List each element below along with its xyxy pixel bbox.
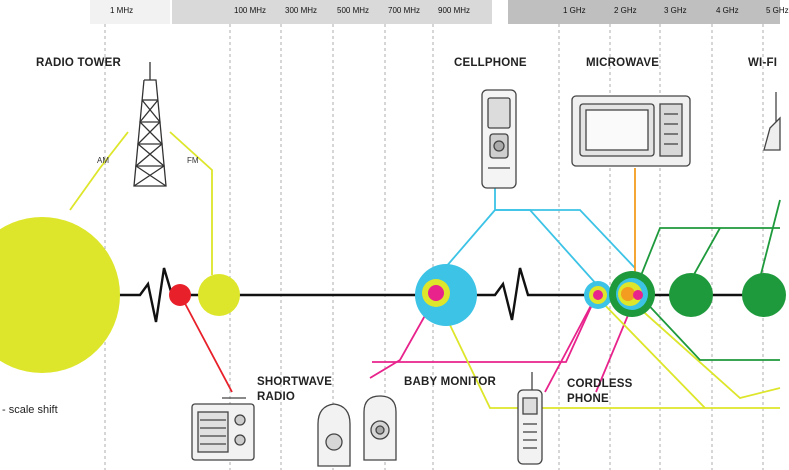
cellphone-line-c — [495, 209, 599, 287]
baby-monitor-icon — [317, 395, 397, 467]
cordless-phone-label-line2: PHONE — [567, 393, 609, 405]
wifi-circle-a — [669, 273, 713, 317]
frequency-gridlines — [104, 24, 764, 470]
wifi-line-d — [639, 295, 780, 361]
wifi-circle-b — [742, 273, 786, 317]
cellphone-line-b — [495, 209, 636, 269]
fm-label: FM — [187, 156, 199, 165]
wifi-line-a — [639, 227, 780, 279]
wifi-label: WI-FI — [748, 57, 778, 69]
cordless-line-a — [544, 295, 597, 393]
wifi-line-c — [759, 199, 781, 279]
yellow-lower-a — [435, 295, 780, 409]
tick-4ghz: 4 GHz — [716, 6, 739, 15]
tick-1mhz: 1 MHz — [110, 6, 134, 15]
am-circle — [0, 217, 120, 373]
yellow-lower-c — [627, 297, 781, 399]
tick-3ghz: 3 GHz — [664, 6, 687, 15]
baby-monitor-label: BABY MONITOR — [404, 376, 497, 388]
wifi-line-b — [691, 227, 721, 279]
microwave-label: MICROWAVE — [586, 57, 660, 69]
frequency-band-bar — [0, 0, 780, 24]
cellphone-label: CELLPHONE — [454, 57, 527, 69]
shortwave-radio-icon — [191, 397, 255, 461]
baby-monitor-line-a — [369, 295, 437, 379]
tick-2ghz: 2 GHz — [614, 6, 637, 15]
fm-circle — [198, 274, 240, 316]
am-label: AM — [97, 156, 109, 165]
cellphone-line-a — [444, 188, 496, 269]
signal-circles — [0, 217, 786, 373]
tick-500mhz: 500 MHz — [337, 6, 370, 15]
tick-5ghz: 5 GHz — [766, 6, 789, 15]
tick-300mhz: 300 MHz — [285, 6, 318, 15]
baby-monitor-line-b — [372, 295, 597, 363]
connector-lines — [69, 131, 781, 409]
microwave-icon — [571, 95, 691, 167]
am-line — [69, 131, 129, 211]
tick-100mhz: 100 MHz — [234, 6, 267, 15]
cordless-inner — [593, 290, 603, 300]
shortwave-radio-label-line2: RADIO — [257, 391, 296, 403]
microwave-magenta — [633, 290, 643, 300]
shortwave-circle — [169, 284, 191, 306]
cordless-phone-label-line1: CORDLESS — [567, 378, 633, 390]
tick-1ghz: 1 GHz — [563, 6, 586, 15]
fm-line — [169, 131, 213, 275]
microwave-orange — [621, 287, 635, 301]
shortwave-radio-label-line1: SHORTWAVE — [257, 376, 333, 388]
tick-700mhz: 700 MHz — [388, 6, 421, 15]
wifi-router-icon — [763, 92, 781, 151]
cellphone-icon — [481, 89, 517, 189]
radio-tower-label: RADIO TOWER — [36, 57, 122, 69]
scale-shift-text: scale shift — [8, 404, 58, 416]
radio-tower-icon — [133, 62, 167, 187]
yellow-lower-b — [597, 297, 706, 409]
tick-900mhz: 900 MHz — [438, 6, 471, 15]
baby-monitor-inner — [428, 285, 444, 301]
scale-shift-note: ‑ scale shift — [2, 404, 58, 416]
shortwave-line — [179, 293, 233, 393]
cordless-phone-icon — [517, 372, 543, 465]
